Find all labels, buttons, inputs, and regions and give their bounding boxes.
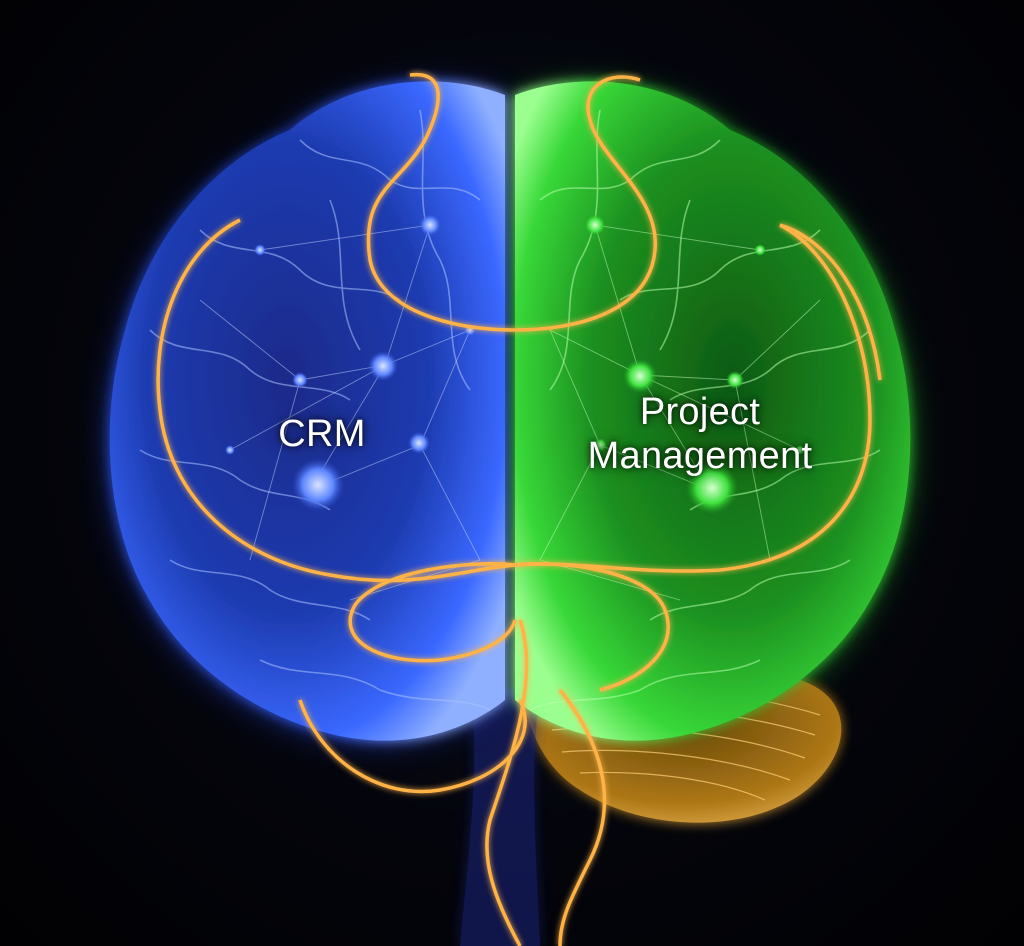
neuron-left (408, 432, 430, 454)
neuron-left (368, 351, 398, 381)
neuron-left (225, 445, 235, 455)
project-management-label-line2: Management (587, 435, 813, 477)
project-management-label: Project Management (560, 390, 840, 478)
neuron-large-right (686, 462, 738, 514)
project-management-label-line1: Project (639, 391, 761, 433)
neuron-right (584, 214, 606, 236)
right-hemisphere (515, 81, 911, 741)
neuron-right (754, 244, 766, 256)
neuron-right (795, 445, 805, 455)
neuron-right (726, 371, 744, 389)
neuron-left (254, 244, 266, 256)
neuron-left (419, 214, 441, 236)
crm-label: CRM (278, 413, 366, 455)
neuron-right (623, 359, 657, 393)
neuron-right (593, 438, 607, 452)
neuron-left (292, 372, 308, 388)
left-neural-network (199, 224, 481, 601)
brain-stem (460, 690, 540, 946)
neuron-large-left (292, 459, 344, 511)
connection-fibers (156, 72, 882, 946)
left-hemisphere (109, 81, 506, 741)
left-gyri (139, 109, 491, 711)
